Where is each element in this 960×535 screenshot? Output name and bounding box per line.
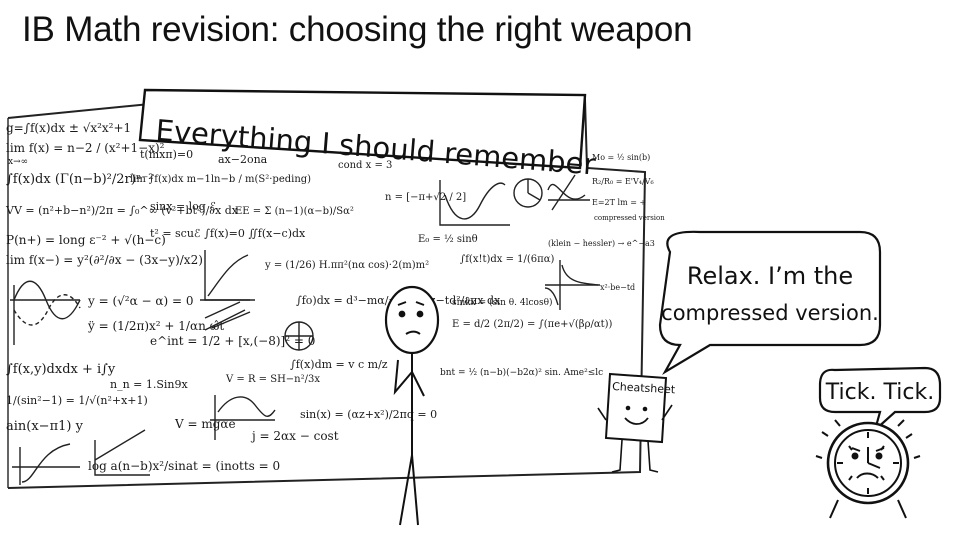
formula: ∫f(x!t)dx = 1/(6πα) xyxy=(460,254,554,265)
relax-speech-bubble: Relax. I’m the compressed version. xyxy=(658,230,882,376)
formula: ax−2ona xyxy=(218,153,268,166)
formula: sinkx = (sin θ. 4lcosθ) xyxy=(452,297,553,308)
formula: E = d/2 (2π/2) = ∫(πe+√(βρ/αt)) xyxy=(452,319,613,330)
formula: P(n+) = long ε⁻² + √(h−c) xyxy=(6,233,166,247)
formula: ÿ = (1/2π)x² + 1/αn ω̂t xyxy=(87,319,224,333)
slide-title: IB Math revision: choosing the right wea… xyxy=(22,10,693,49)
student-figure xyxy=(384,285,440,526)
formula: E=2T lm = ÷ xyxy=(592,198,646,207)
formula: x→∞ xyxy=(8,157,28,167)
formula: bnt = ½ (n−b)(−b2α)² sin. Ame²≤lc xyxy=(440,367,603,378)
formula-scribbles: g=∫f(x)dx ± √x²x²+1 lim f(x) = n−2 / (x²… xyxy=(5,121,665,473)
formula: V = R = SH−n²/3x xyxy=(225,374,320,385)
formula: e^int = 1/2 + [x,(−8)]² = 0 xyxy=(150,334,315,348)
formula: t(mxπ)=0 xyxy=(140,148,193,161)
formula: VV = (n²+b−n²)/2π = ∫₀^∞ (v²+bt²)/∂x dx xyxy=(5,204,239,217)
cheatsheet-character: Cheatsheet xyxy=(597,372,676,473)
formula: n = [−π+√2 / 2] xyxy=(385,192,466,203)
formula: Mo = ½ sin(b) xyxy=(592,153,650,162)
formula: R₂/R₀ = E'V₄/V₆ xyxy=(592,177,654,186)
formula: ∫f(x,y)dxdx + i∫y xyxy=(6,362,116,377)
formula: EE = Σ (n−1)(α−b)/Sα² xyxy=(235,206,354,217)
formula: sin(x) = (αz+x²)/2πq = 0 xyxy=(300,408,437,421)
relax-line-2: compressed version. xyxy=(661,301,879,325)
formula: lim f(x) = n−2 / (x²+1−x)² xyxy=(6,141,165,155)
formula: ain(x−π1) y xyxy=(6,419,84,434)
formula: V = mgαe xyxy=(174,417,236,431)
formula: ∫f(x)dx (Γ(n−b)²/2r)ⁿ⁻² xyxy=(6,172,154,187)
clock-icon xyxy=(815,419,921,519)
relax-line-1: Relax. I’m the xyxy=(687,262,853,290)
formula: t² = scuℰ ∫f(x)=0 ∬f(x−c)dx xyxy=(150,227,306,240)
formula: log a(n−b)x²/sinat = (inotts = 0 xyxy=(88,459,280,473)
cheatsheet-label: Cheatsheet xyxy=(612,380,676,396)
formula: sinx = log ℰ xyxy=(150,200,216,213)
formula: lim f(x−) = y²(∂²/∂x − (3x−y)/x2) xyxy=(6,253,203,267)
formula: y = (√²α − α) = 0 xyxy=(87,294,194,308)
formula: j = 2αx − cost xyxy=(250,429,339,443)
formula: x²·be−td xyxy=(600,283,635,292)
formula: y = (1/26) H.ππ²(nα cos)·2(m)m² xyxy=(264,260,429,271)
formula: lim ∫f(x)dx m−1ln−b / m(S²·peding) xyxy=(130,174,311,185)
board-sketch-graphs xyxy=(10,174,600,485)
formula: compressed version xyxy=(594,214,665,222)
formula: g=∫f(x)dx ± √x²x²+1 xyxy=(6,121,131,135)
formula: E₀ = ½ sinθ xyxy=(418,234,478,245)
tick-text: Tick. Tick. xyxy=(825,380,934,405)
formula: ∫f(x)dm = v c m/z xyxy=(290,358,388,371)
formula: 1/(sin²−1) = 1/√(n²+x+1) xyxy=(6,394,148,407)
formula: cond x = 3 xyxy=(338,160,392,171)
formula: n_n = 1.Sin9x xyxy=(110,378,189,391)
tick-speech-bubble: Tick. Tick. xyxy=(818,366,942,434)
formula: (klein − hessler) → e^−a3 xyxy=(548,239,655,248)
